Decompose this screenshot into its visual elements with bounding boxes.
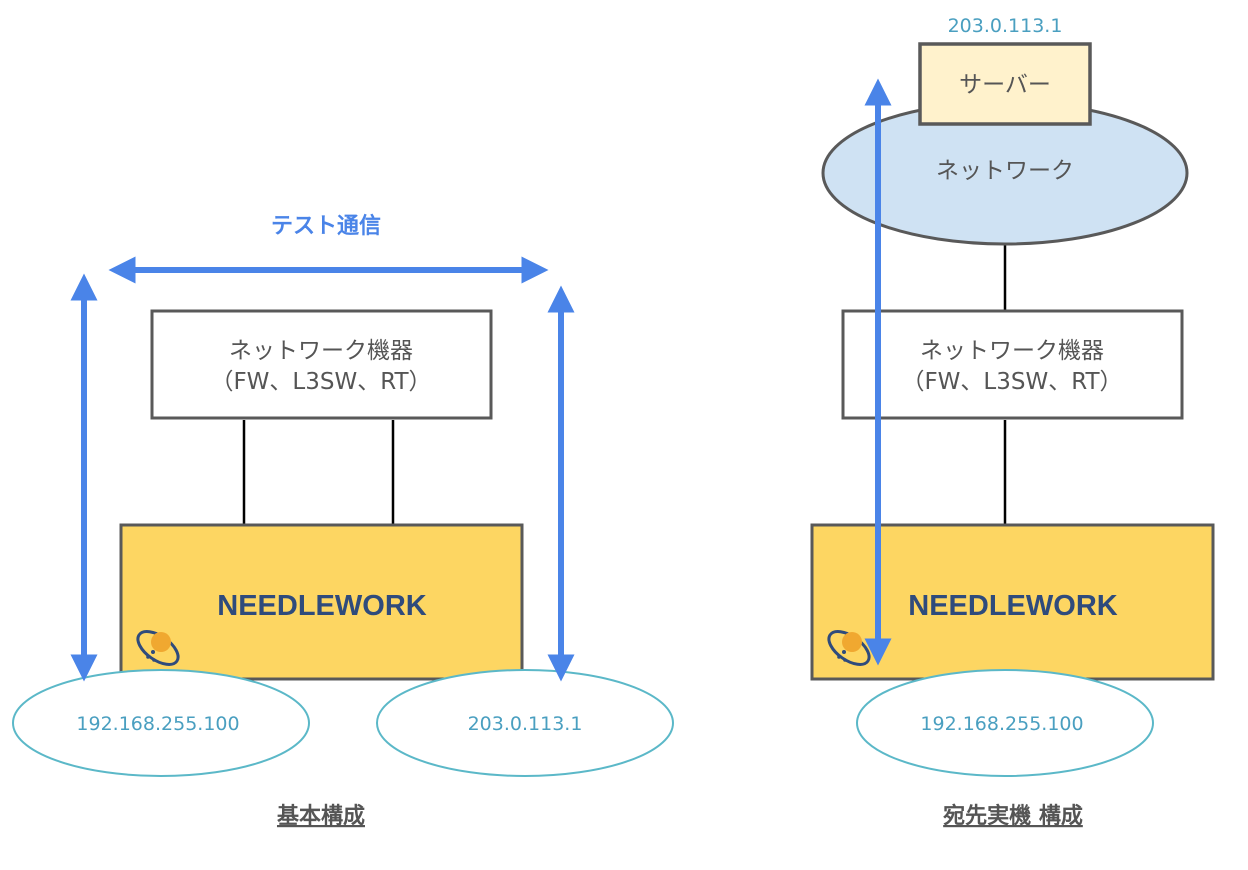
server-box bbox=[918, 42, 1092, 126]
ip-ellipse bbox=[856, 669, 1154, 777]
destination-device-caption: 宛先実機 構成 bbox=[942, 803, 1083, 829]
network-label: ネットワーク bbox=[936, 158, 1074, 184]
ip-address-right: 203.0.113.1 bbox=[468, 713, 583, 735]
server-ip: 203.0.113.1 bbox=[948, 15, 1063, 37]
network-device-label: ネットワーク機器 bbox=[229, 338, 413, 364]
network-device-box bbox=[841, 309, 1184, 420]
ip-address-left: 192.168.255.100 bbox=[76, 713, 239, 735]
network-device-sublabel: （FW、L3SW、RT） bbox=[901, 369, 1122, 395]
basic-configuration-diagram: ネットワーク機器 （FW、L3SW、RT） NEEDLEWORK 192.168… bbox=[12, 213, 674, 829]
ip-ellipse-right bbox=[376, 669, 674, 777]
test-traffic-label: テスト通信 bbox=[271, 213, 381, 239]
network-device-box bbox=[150, 309, 493, 420]
network-device-sublabel: （FW、L3SW、RT） bbox=[210, 369, 431, 395]
ip-address: 192.168.255.100 bbox=[920, 713, 1083, 735]
needlework-brand: NEEDLEWORK bbox=[217, 590, 427, 622]
needlework-brand: NEEDLEWORK bbox=[908, 590, 1118, 622]
needlework-logo-icon bbox=[136, 630, 180, 666]
needlework-box bbox=[119, 523, 524, 681]
server-label: サーバー bbox=[959, 72, 1051, 98]
destination-device-diagram: ネットワーク サーバー 203.0.113.1 ネットワーク機器 （FW、L3S… bbox=[810, 15, 1215, 829]
basic-configuration-caption: 基本構成 bbox=[277, 803, 365, 829]
network-device-label: ネットワーク機器 bbox=[920, 338, 1104, 364]
ip-ellipse-left bbox=[12, 669, 310, 777]
